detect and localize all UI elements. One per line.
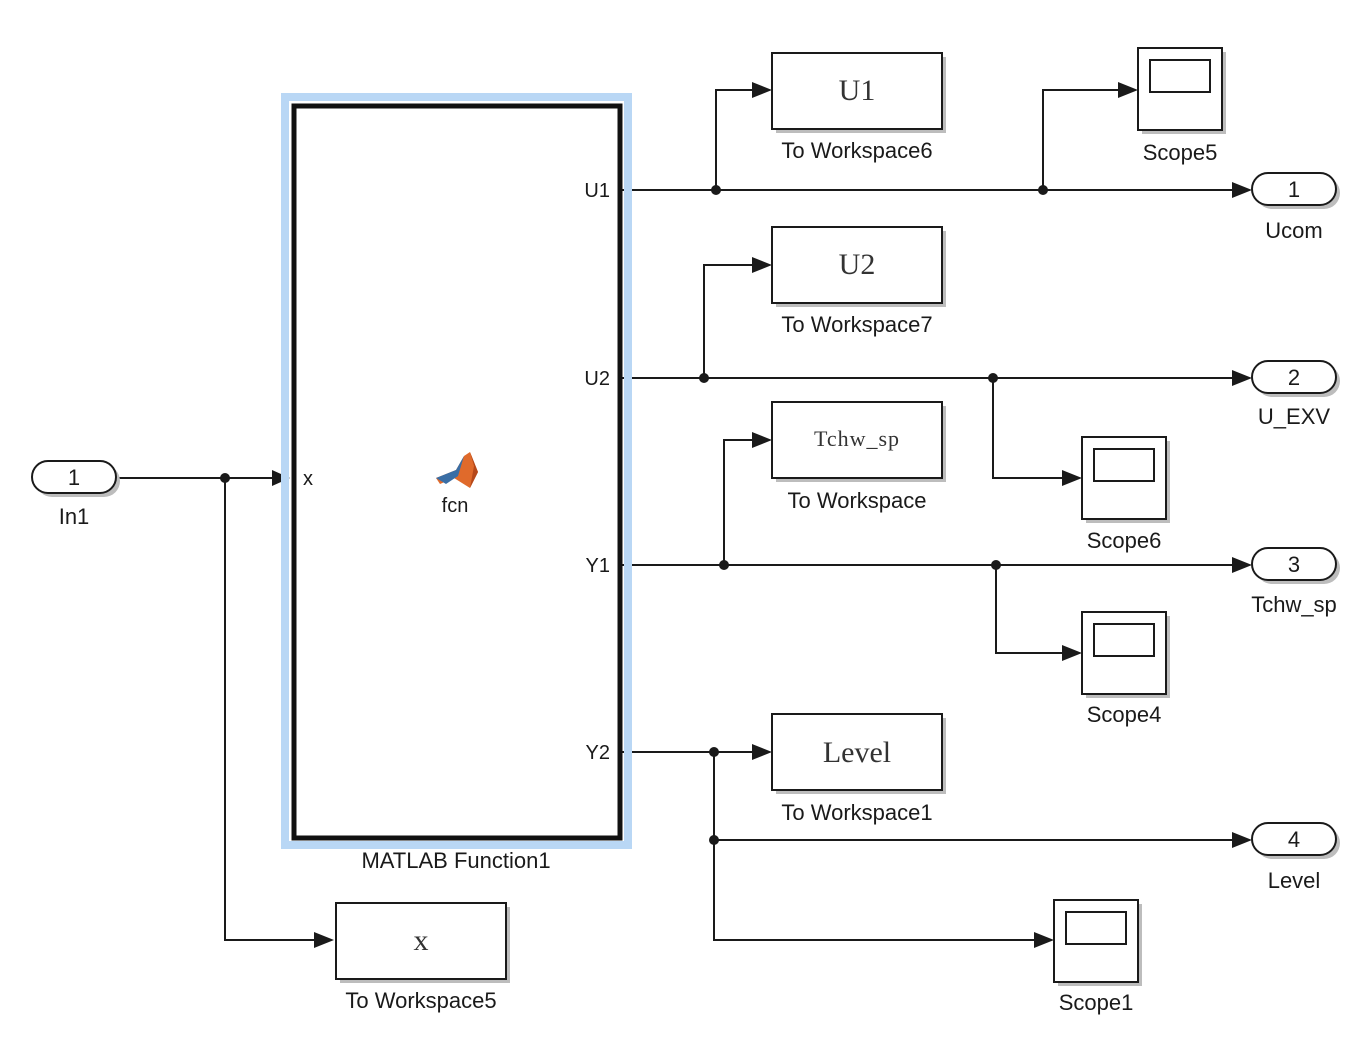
- arrow-workspace1: [752, 744, 772, 760]
- arrow-workspace6: [752, 82, 772, 98]
- to-workspace-block[interactable]: Tchw_sp To Workspace: [771, 401, 946, 513]
- outport-label: Tchw_sp: [1251, 592, 1337, 617]
- outport-number: 1: [1288, 177, 1300, 202]
- arrow-level: [1232, 832, 1252, 848]
- wire-in1-to-workspace5[interactable]: [224, 478, 322, 941]
- port-y1: Y1: [586, 555, 610, 577]
- branch-dot: [991, 560, 1001, 570]
- arrow-workspace: [752, 432, 772, 448]
- port-u2: U2: [584, 368, 610, 390]
- scope4-block[interactable]: Scope4: [1081, 611, 1170, 727]
- workspace-name: To Workspace: [788, 488, 927, 513]
- outport-ucom[interactable]: 1 Ucom: [1251, 172, 1340, 243]
- arrow-scope5: [1118, 82, 1138, 98]
- branch-points: [220, 185, 1048, 845]
- outport-number: 3: [1288, 552, 1300, 577]
- matlab-function-name: MATLAB Function1: [361, 848, 550, 873]
- arrowheads: [272, 82, 1252, 948]
- to-workspace6-block[interactable]: U1 To Workspace6: [771, 52, 946, 163]
- branch-dot: [711, 185, 721, 195]
- branch-dot: [699, 373, 709, 383]
- port-x: x: [303, 468, 313, 490]
- arrow-ucom: [1232, 182, 1252, 198]
- branch-dot: [709, 747, 719, 757]
- workspace-variable: U2: [839, 248, 876, 281]
- outport-label: Level: [1268, 868, 1321, 893]
- inport-number: 1: [68, 465, 80, 490]
- to-workspace1-block[interactable]: Level To Workspace1: [771, 713, 946, 825]
- to-workspace7-block[interactable]: U2 To Workspace7: [771, 226, 946, 337]
- outport-tchwsp[interactable]: 3 Tchw_sp: [1251, 547, 1340, 617]
- branch-dot: [719, 560, 729, 570]
- scope-screen-icon: [1065, 911, 1127, 945]
- scope-screen-icon: [1149, 59, 1211, 93]
- scope6-block[interactable]: Scope6: [1081, 436, 1170, 553]
- branch-dot: [988, 373, 998, 383]
- wire-y1-to-scope4[interactable]: [995, 565, 1068, 654]
- workspace-variable: U1: [839, 74, 876, 107]
- arrow-tchwsp: [1232, 557, 1252, 573]
- workspace-variable: Tchw_sp: [814, 426, 900, 451]
- inport-label: In1: [59, 504, 90, 529]
- arrow-workspace7: [752, 257, 772, 273]
- scope-screen-icon: [1093, 623, 1155, 657]
- arrow-scope1: [1034, 932, 1054, 948]
- outport-level[interactable]: 4 Level: [1251, 822, 1340, 893]
- workspace-variable: x: [414, 924, 429, 957]
- workspace-variable: Level: [823, 736, 891, 769]
- scope-name: Scope6: [1087, 528, 1162, 553]
- outport-label: U_EXV: [1258, 404, 1330, 429]
- scope-name: Scope4: [1087, 702, 1162, 727]
- to-workspace5-block[interactable]: x To Workspace5: [335, 902, 510, 1013]
- workspace-name: To Workspace6: [781, 138, 932, 163]
- workspace-name: To Workspace7: [781, 312, 932, 337]
- arrow-scope4: [1062, 645, 1082, 661]
- wire-u2-to-workspace7[interactable]: [703, 264, 758, 378]
- arrow-uexv: [1232, 370, 1252, 386]
- arrow-workspace5: [314, 932, 334, 948]
- scope-name: Scope5: [1143, 140, 1218, 165]
- wire-y2-to-scope1[interactable]: [713, 840, 1040, 941]
- scope-name: Scope1: [1059, 990, 1134, 1015]
- function-label: fcn: [442, 495, 469, 517]
- branch-dot: [220, 473, 230, 483]
- scope1-block[interactable]: Scope1: [1053, 899, 1142, 1015]
- arrow-scope6: [1062, 470, 1082, 486]
- wire-u2-to-scope6[interactable]: [992, 378, 1068, 479]
- scope5-block[interactable]: Scope5: [1137, 47, 1226, 165]
- port-u1: U1: [584, 180, 610, 202]
- inport-in1[interactable]: 1 In1: [31, 460, 120, 529]
- outport-label: Ucom: [1265, 218, 1322, 243]
- wire-u1-to-workspace6[interactable]: [715, 89, 758, 190]
- port-y2: Y2: [586, 742, 610, 764]
- matlab-function-block[interactable]: x U1 U2 Y1 Y2 fcn MATLAB Function1: [281, 93, 632, 873]
- workspace-name: To Workspace5: [345, 988, 496, 1013]
- selection-highlight: [281, 93, 632, 849]
- branch-dot: [1038, 185, 1048, 195]
- wire-y1-to-workspace[interactable]: [723, 439, 758, 565]
- branch-dot: [709, 835, 719, 845]
- wire-u1-to-scope5[interactable]: [1042, 89, 1124, 190]
- matlab-logo-icon: [436, 452, 478, 488]
- workspace-name: To Workspace1: [781, 800, 932, 825]
- outport-number: 2: [1288, 365, 1300, 390]
- scope-screen-icon: [1093, 448, 1155, 482]
- outport-number: 4: [1288, 827, 1300, 852]
- outport-uexv[interactable]: 2 U_EXV: [1251, 360, 1340, 429]
